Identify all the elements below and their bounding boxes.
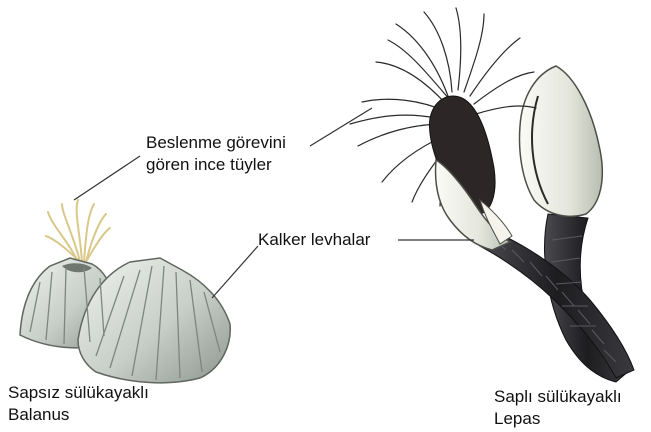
- sessile-barnacle-label-line1: Sapsız sülükayaklı: [8, 382, 149, 404]
- balanus-cirri: [46, 200, 110, 262]
- sessile-barnacle-label: Sapsız sülükayaklı Balanus: [8, 382, 149, 426]
- stalked-barnacle-label: Saplı sülükayaklı Lepas: [494, 386, 622, 430]
- balanus-illustration: [20, 200, 230, 383]
- feeding-hairs-label-line1: Beslenme görevini: [146, 132, 286, 154]
- lepas-illustration: [350, 8, 634, 382]
- feeding-hairs-label: Beslenme görevini gören ince tüyler: [146, 132, 286, 176]
- calcareous-plates-label: Kalker levhalar: [258, 229, 370, 251]
- stalked-barnacle-label-line1: Saplı sülükayaklı: [494, 386, 622, 408]
- calcareous-plates-label-text: Kalker levhalar: [258, 229, 370, 251]
- sessile-barnacle-label-line2: Balanus: [8, 404, 149, 426]
- feeding-hairs-label-line2: gören ince tüyler: [146, 154, 286, 176]
- leader-line-hairs-lepas: [310, 108, 372, 146]
- leader-line-hairs-balanus: [74, 156, 140, 200]
- stalked-barnacle-label-line2: Lepas: [494, 408, 622, 430]
- leader-line-plates-balanus: [212, 246, 258, 298]
